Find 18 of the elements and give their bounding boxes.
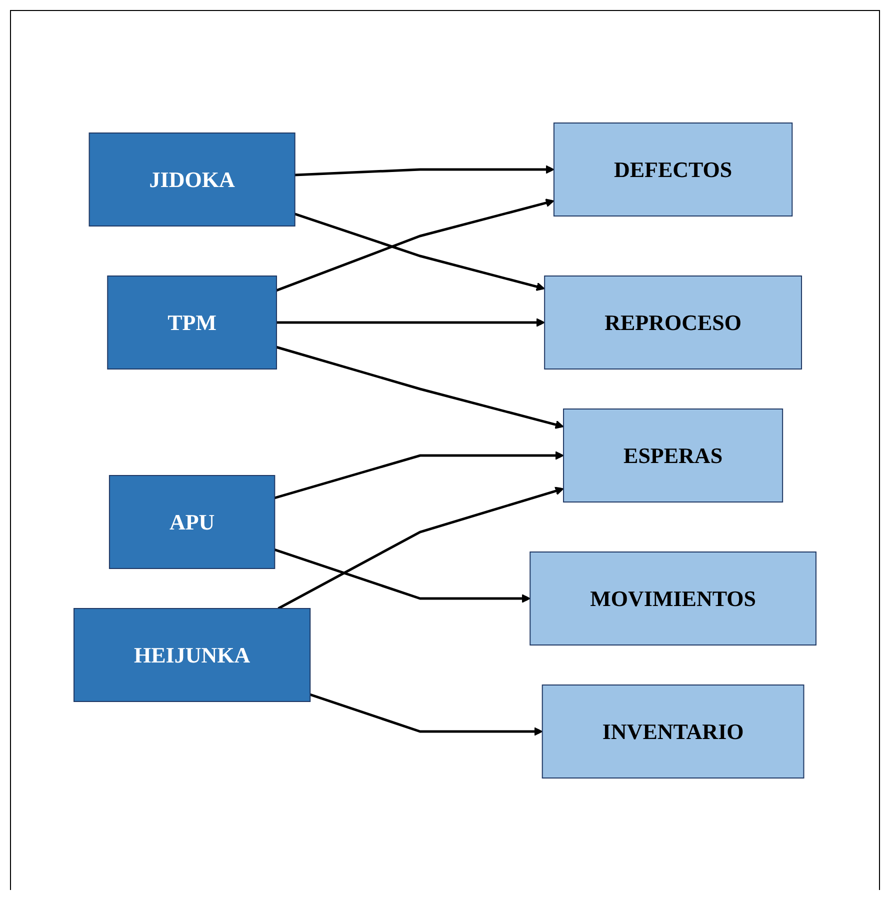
arrow (274, 450, 564, 499)
node-box: JIDOKA (88, 132, 296, 226)
node-box: REPROCESO (544, 275, 802, 369)
node-box: MOVIMIENTOS (530, 551, 816, 645)
node-box: INVENTARIO (542, 684, 804, 778)
arrow (276, 198, 554, 292)
arrow (274, 548, 531, 602)
node-box: TPM (107, 275, 278, 369)
node-box: HEIJUNKA (74, 608, 311, 702)
node-box: DEFECTOS (553, 122, 793, 216)
arrow (276, 345, 564, 428)
arrow (276, 318, 545, 326)
arrow (294, 164, 554, 176)
node-box: ESPERAS (563, 408, 784, 502)
node-box: APU (108, 474, 276, 568)
arrow (294, 212, 545, 290)
arrow (310, 692, 543, 736)
arrow (278, 486, 564, 610)
